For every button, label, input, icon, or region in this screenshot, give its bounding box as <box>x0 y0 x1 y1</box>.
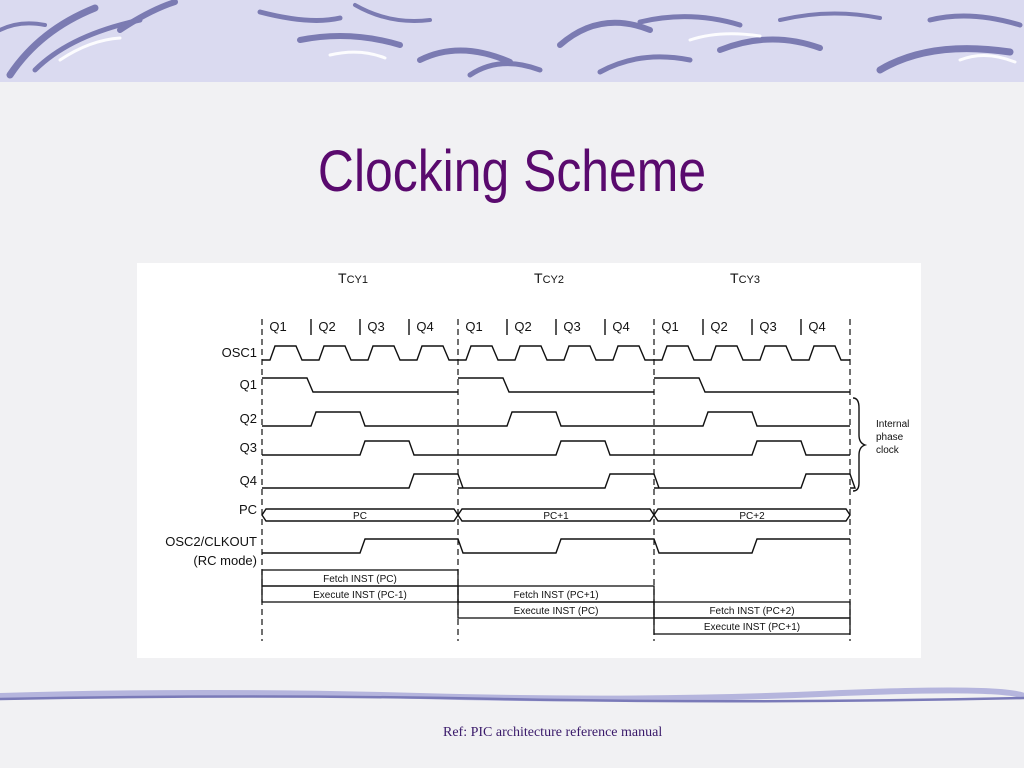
pc-value: PC+1 <box>543 511 569 522</box>
quarter-label: Q3 <box>367 319 384 334</box>
phase-clock-brace <box>852 397 868 492</box>
quarter-label: Q1 <box>465 319 482 334</box>
phase-waveform-q4 <box>262 473 856 489</box>
quarter-label: Q1 <box>269 319 286 334</box>
quarter-label: Q3 <box>563 319 580 334</box>
quarter-label: Q2 <box>514 319 531 334</box>
osc2-waveform <box>262 538 850 554</box>
quarter-label: Q2 <box>710 319 727 334</box>
signal-label-pc: PC <box>239 502 257 517</box>
quarter-label: Q4 <box>808 319 825 334</box>
cycle-header: TCY1 <box>338 270 368 286</box>
brace-label-line: phase <box>876 432 904 443</box>
decorative-divider <box>0 687 1024 703</box>
quarter-label: Q4 <box>612 319 629 334</box>
signal-label-osc2_note: (RC mode) <box>193 553 257 568</box>
phase-waveform-q3 <box>262 440 850 456</box>
phase-waveform-q1 <box>262 377 850 393</box>
pipeline-label: Fetch INST (PC+2) <box>709 606 794 617</box>
quarter-label: Q1 <box>661 319 678 334</box>
pipeline-label: Execute INST (PC) <box>514 606 599 617</box>
pc-value: PC+2 <box>739 511 765 522</box>
slide-title: Clocking Scheme <box>317 139 707 204</box>
brace-label-line: clock <box>876 445 900 456</box>
pipeline-label: Fetch INST (PC+1) <box>513 590 598 601</box>
pipeline-label: Fetch INST (PC) <box>323 574 397 585</box>
pc-bus-segment <box>653 508 851 522</box>
pipeline-label: Execute INST (PC-1) <box>313 590 407 601</box>
signal-label-q1: Q1 <box>240 377 257 392</box>
cycle-header: TCY3 <box>730 270 760 286</box>
signal-label-q4: Q4 <box>240 473 257 488</box>
decorative-banner <box>0 0 1024 82</box>
signal-label-osc2: OSC2/CLKOUT <box>165 534 257 549</box>
footer-reference: Ref: PIC architecture reference manual <box>443 725 663 740</box>
pipeline-box <box>653 617 851 635</box>
pc-value: PC <box>353 511 367 522</box>
phase-waveform-q2 <box>262 411 850 427</box>
quarter-label: Q2 <box>318 319 335 334</box>
quarter-label: Q3 <box>759 319 776 334</box>
signal-label-q3: Q3 <box>240 440 257 455</box>
signal-label-osc1: OSC1 <box>222 345 257 360</box>
quarter-label: Q4 <box>416 319 433 334</box>
pipeline-label: Execute INST (PC+1) <box>704 622 800 633</box>
cycle-header: TCY2 <box>534 270 564 286</box>
brace-label-line: Internal <box>876 419 909 430</box>
osc1-waveform <box>262 345 850 361</box>
signal-label-q2: Q2 <box>240 411 257 426</box>
